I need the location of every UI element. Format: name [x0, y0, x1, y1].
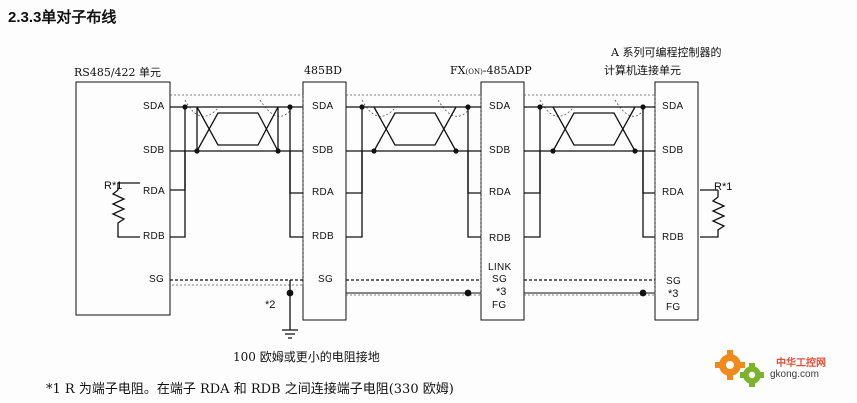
left-pin-sg: SG [149, 274, 165, 285]
computer-link-unit-label-2: 计算机连接单元 [604, 64, 681, 77]
rs485-unit-label: RS485/422 单元 [74, 66, 162, 79]
bd-pin-sg: SG [318, 274, 334, 285]
junction-dots [182, 104, 647, 297]
right-pin-sg: SG [666, 276, 682, 287]
left-pin-sda: SDA [143, 101, 165, 112]
right-pin-fg: FG [666, 302, 681, 313]
computer-link-unit-label-1: A 系列可编程控制器的 [611, 46, 722, 59]
bd-pin-sda: SDA [312, 101, 334, 112]
bd-pin-sdb: SDB [312, 145, 334, 156]
ground-caption: 100 欧姆或更小的电阻接地 [233, 350, 380, 364]
adp-pin-rdb: RDB [489, 233, 512, 244]
adp-pin-rda: RDA [489, 187, 512, 198]
left-pin-sdb: SDB [143, 145, 165, 156]
gkong-logo-icon [715, 350, 764, 387]
adp-fx-text: FX [450, 64, 466, 77]
adp-pin-sdb: SDB [489, 145, 511, 156]
adp-pin-fg: FG [492, 300, 507, 311]
wiring-lines [111, 106, 726, 339]
right-pin-rdb: RDB [662, 232, 685, 243]
485bd-label: 485BD [304, 64, 342, 77]
adp-pin-link: LINK [488, 262, 512, 273]
right-pin-sdb: SDB [662, 145, 684, 156]
left-pin-rdb: RDB [143, 231, 166, 242]
bd-pin-rdb: RDB [312, 231, 335, 242]
485bd-box [302, 81, 347, 321]
ground-note-2: *2 [265, 299, 276, 311]
right-note-3: *3 [668, 288, 679, 300]
adp-note-3: *3 [496, 286, 507, 298]
adp-pin-sda: SDA [489, 101, 511, 112]
left-pin-rda: RDA [143, 186, 166, 197]
shield-outlines [170, 94, 656, 296]
bd-pin-rda: RDA [312, 187, 335, 198]
right-resistor-note: R*1 [714, 181, 733, 193]
watermark-title: 中华工控网 [776, 358, 826, 369]
terminal-resistor-footnote: *1 R 为端子电阻。在端子 RDA 和 RDB 之间连接端子电阻(330 欧姆… [46, 382, 454, 397]
adp-pin-sg: SG [492, 274, 508, 285]
rs485-unit-box [75, 81, 171, 316]
485adp-label: FX(ON)-485ADP [450, 64, 532, 77]
section-title: 2.3.3单对子布线 [8, 9, 117, 26]
adp-rest-text: -485ADP [482, 64, 532, 77]
right-pin-sda: SDA [662, 101, 684, 112]
left-resistor-note: R*1 [104, 180, 123, 192]
watermark-domain: gkong.com [770, 369, 819, 380]
right-pin-rda: RDA [662, 187, 685, 198]
adp-sub-text: (ON) [465, 68, 483, 76]
